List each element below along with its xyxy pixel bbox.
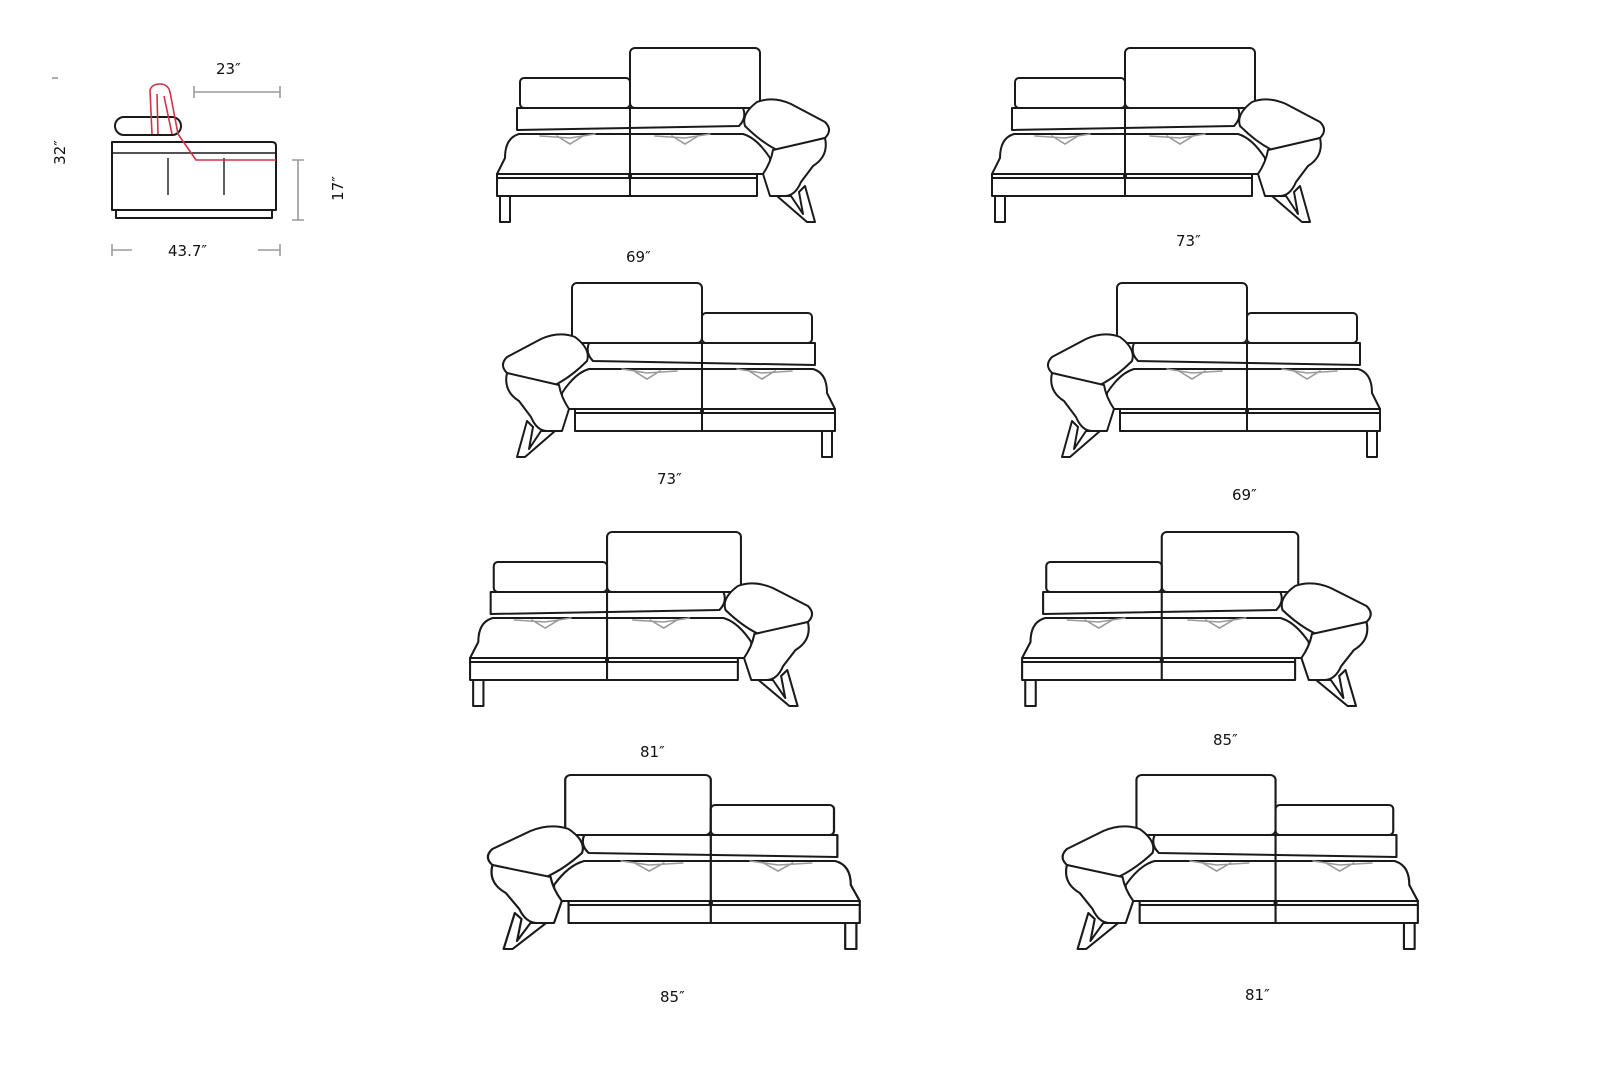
depth-dim-line (193, 86, 281, 98)
sofa-width-label: 69″ (1232, 486, 1257, 504)
sofa-width-label: 69″ (626, 248, 651, 266)
sofa-85-right-arm (1021, 530, 1372, 708)
sofa-width-label: 81″ (640, 743, 665, 761)
sofa-73-right-arm (991, 47, 1325, 223)
side-base (115, 209, 273, 219)
sofa-width-label: 85″ (1213, 731, 1238, 749)
sofa-width-label: 73″ (1176, 232, 1201, 250)
sofa-width-label: 81″ (1245, 986, 1270, 1004)
sofa-width-label: 73″ (657, 470, 682, 488)
seat-height-dim-line (292, 159, 304, 221)
sofa-81-left-arm (1061, 773, 1419, 951)
sofa-85-left-arm (486, 773, 861, 951)
total-depth-dim-line (111, 244, 281, 256)
depth-label: 23″ (216, 60, 241, 78)
sofa-width-label: 85″ (660, 988, 685, 1006)
sofa-69-right-arm (496, 47, 830, 223)
headrest-adjust-icon (149, 83, 276, 161)
headrest-cushion (114, 116, 182, 136)
seat-body (111, 141, 277, 211)
sofa-73-left-arm (502, 282, 836, 458)
total-depth-label: 43.7″ (168, 242, 208, 260)
sofa-69-left-arm (1047, 282, 1381, 458)
sofa-81-right-arm (469, 530, 814, 708)
